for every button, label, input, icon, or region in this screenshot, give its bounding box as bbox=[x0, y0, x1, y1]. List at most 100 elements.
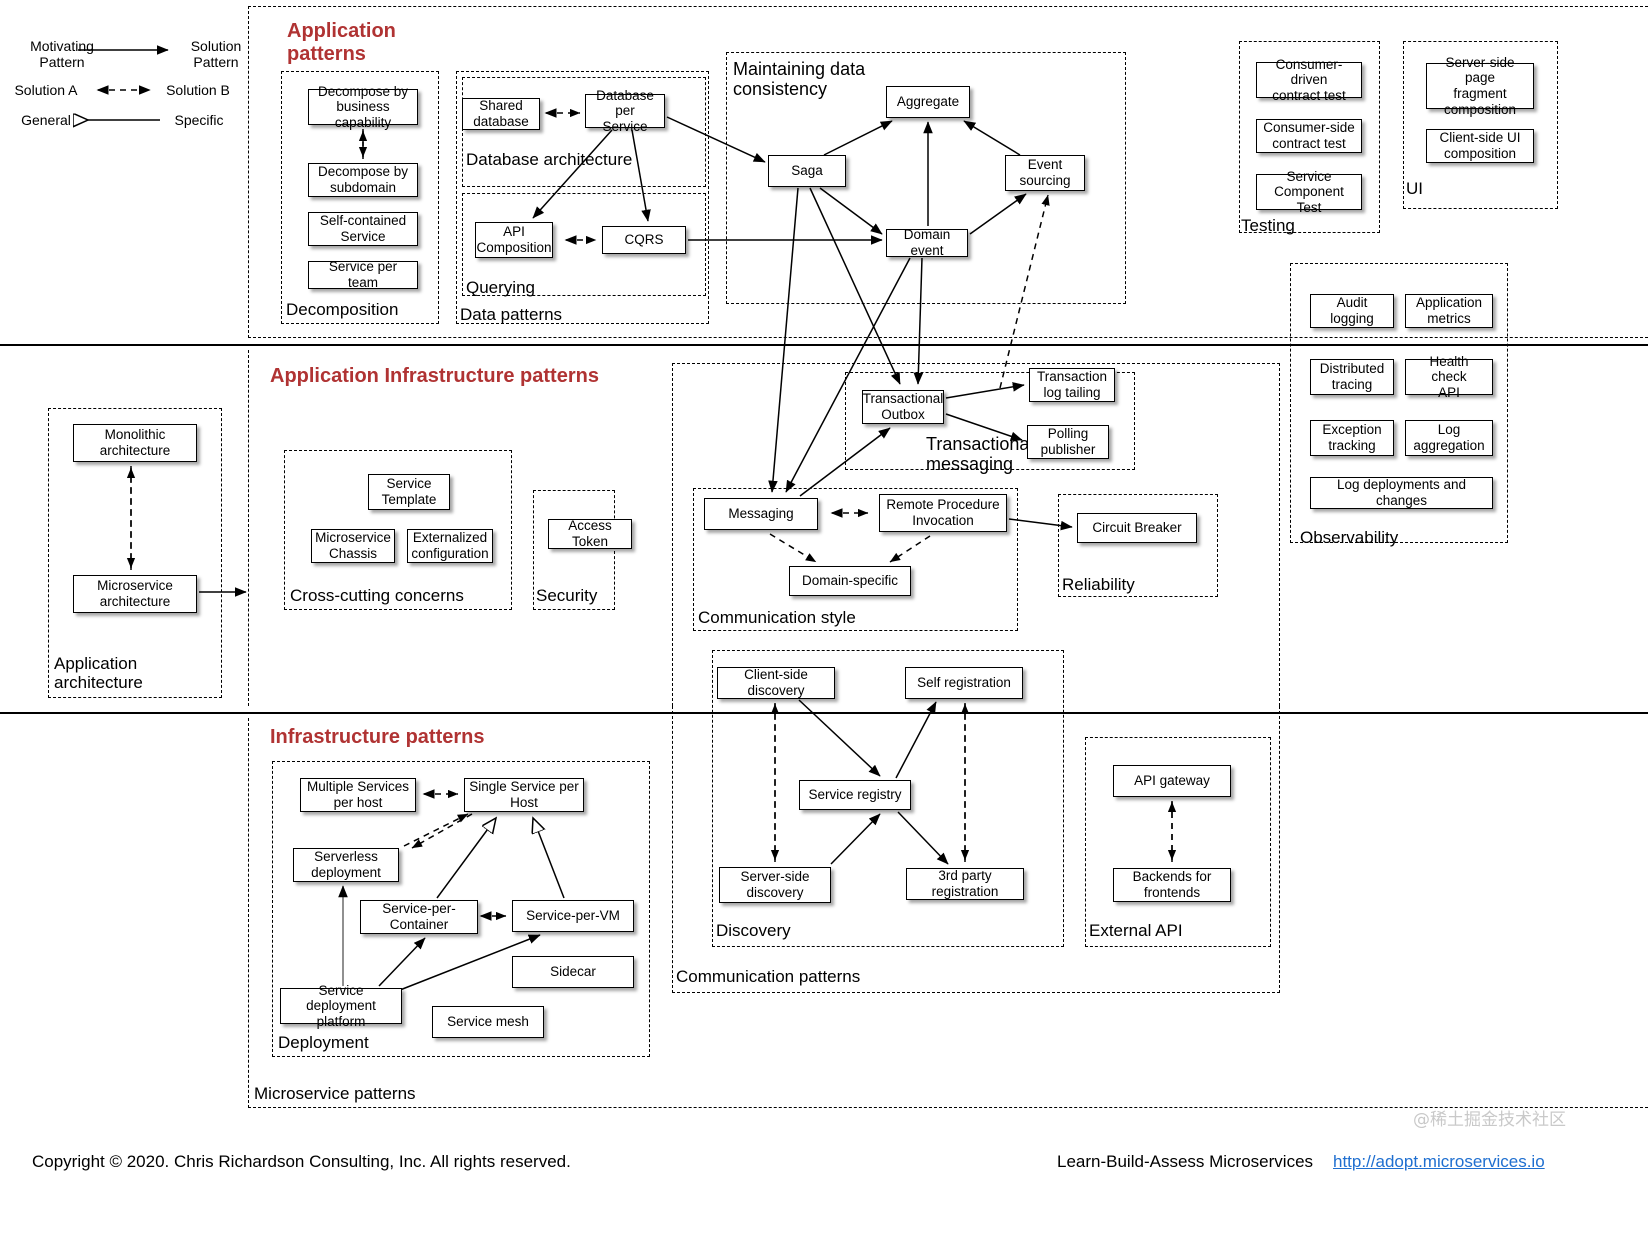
group-label-ui: UI bbox=[1406, 179, 1423, 198]
group-communication-patterns bbox=[672, 706, 1280, 993]
group-label-reliability: Reliability bbox=[1062, 575, 1135, 594]
group-microservice-patterns bbox=[248, 718, 1648, 1108]
pattern-microservice-architecture[interactable]: Microservice architecture bbox=[73, 575, 197, 613]
pattern-saga[interactable]: Saga bbox=[768, 155, 846, 187]
pattern-service-per-container[interactable]: Service-per- Container bbox=[360, 900, 478, 934]
pattern-serverless-deployment[interactable]: Serverless deployment bbox=[293, 848, 399, 882]
footer-link-adopt-microservices[interactable]: http://adopt.microservices.io bbox=[1333, 1152, 1545, 1171]
pattern-polling-publisher[interactable]: Polling publisher bbox=[1027, 425, 1109, 459]
pattern-circuit-breaker[interactable]: Circuit Breaker bbox=[1077, 513, 1197, 543]
band-separator-1 bbox=[0, 344, 1648, 346]
legend-solution-b: Solution B bbox=[166, 82, 230, 98]
pattern-service-per-team[interactable]: Service per team bbox=[308, 259, 418, 290]
pattern-single-service-per-host[interactable]: Single Service per Host bbox=[464, 778, 584, 812]
pattern-server-side-discovery[interactable]: Server-side discovery bbox=[719, 867, 831, 903]
group-label-transactional-messaging: Transactional messaging bbox=[926, 434, 1034, 475]
legend-general: General bbox=[21, 112, 71, 128]
pattern-service-template[interactable]: Service Template bbox=[368, 474, 450, 510]
pattern-consumer-side-contract-test[interactable]: Consumer-side contract test bbox=[1256, 119, 1362, 153]
watermark: @稀土掘金技术社区 bbox=[1413, 1110, 1566, 1130]
group-application-patterns-container bbox=[248, 6, 1648, 338]
legend-motivating-pattern: Motivating Pattern bbox=[30, 38, 94, 71]
pattern-distributed-tracing[interactable]: Distributed tracing bbox=[1310, 359, 1394, 395]
group-label-testing: Testing bbox=[1241, 216, 1295, 235]
group-testing bbox=[1239, 41, 1380, 233]
group-label-maintaining-data-consistency: Maintaining data consistency bbox=[733, 59, 866, 100]
pattern-log-aggregation[interactable]: Log aggregation bbox=[1405, 420, 1493, 456]
pattern-3rd-party-registration[interactable]: 3rd party registration bbox=[906, 868, 1024, 900]
pattern-application-metrics[interactable]: Application metrics bbox=[1405, 294, 1493, 328]
pattern-health-check-api[interactable]: Health check API bbox=[1405, 354, 1493, 400]
pattern-self-registration[interactable]: Self registration bbox=[905, 667, 1023, 699]
group-data-patterns bbox=[456, 71, 709, 324]
group-application-architecture bbox=[48, 408, 222, 698]
pattern-api-composition[interactable]: API Composition bbox=[475, 222, 553, 258]
group-security bbox=[533, 490, 615, 610]
group-external-api bbox=[1085, 737, 1271, 947]
pattern-service-per-vm[interactable]: Service-per-VM bbox=[512, 900, 634, 932]
pattern-transaction-log-tailing[interactable]: Transaction log tailing bbox=[1029, 368, 1115, 402]
pattern-microservice-chassis[interactable]: Microservice Chassis bbox=[311, 529, 395, 563]
footer-tagline: Learn-Build-Assess Microservices bbox=[1057, 1152, 1314, 1171]
section-title-application-patterns: Application patterns bbox=[287, 20, 396, 66]
pattern-server-side-page-fragment-composition[interactable]: Server-side page fragment composition bbox=[1426, 55, 1534, 117]
pattern-domain-event[interactable]: Domain event bbox=[886, 227, 968, 258]
group-discovery bbox=[712, 650, 1064, 947]
pattern-client-side-ui-composition[interactable]: Client-side UI composition bbox=[1426, 129, 1534, 163]
pattern-service-mesh[interactable]: Service mesh bbox=[432, 1006, 544, 1038]
pattern-shared-database[interactable]: Shared database bbox=[462, 98, 540, 130]
group-deployment bbox=[272, 761, 650, 1057]
pattern-consumer-driven-contract-test[interactable]: Consumer-driven contract test bbox=[1256, 57, 1362, 103]
group-label-database-architecture: Database architecture bbox=[466, 150, 633, 169]
pattern-decompose-by-business-capability[interactable]: Decompose by business capability bbox=[308, 84, 418, 130]
pattern-access-token[interactable]: Access Token bbox=[548, 518, 632, 549]
group-label-microservice-patterns: Microservice patterns bbox=[254, 1084, 416, 1103]
pattern-api-gateway[interactable]: API gateway bbox=[1113, 765, 1231, 797]
group-label-cross-cutting-concerns: Cross-cutting concerns bbox=[290, 586, 464, 605]
pattern-remote-procedure-invocation[interactable]: Remote Procedure Invocation bbox=[879, 494, 1007, 532]
pattern-externalized-configuration[interactable]: Externalized configuration bbox=[407, 529, 493, 563]
group-label-security: Security bbox=[536, 586, 598, 605]
legend-specific: Specific bbox=[174, 112, 224, 128]
group-label-application-architecture: Application architecture bbox=[54, 654, 143, 693]
group-database-architecture bbox=[462, 77, 706, 187]
pattern-multiple-services-per-host[interactable]: Multiple Services per host bbox=[300, 778, 416, 812]
group-reliability bbox=[1058, 494, 1218, 597]
group-decomposition bbox=[281, 71, 439, 324]
group-label-data-patterns: Data patterns bbox=[460, 305, 563, 324]
group-label-observability: Observability bbox=[1300, 528, 1399, 547]
group-label-discovery: Discovery bbox=[716, 921, 791, 940]
pattern-transactional-outbox[interactable]: Transactional Outbox bbox=[862, 390, 944, 424]
group-observability bbox=[1290, 263, 1508, 543]
pattern-self-contained-service[interactable]: Self-contained Service bbox=[308, 212, 418, 246]
band-separator-2 bbox=[0, 712, 1648, 714]
pattern-client-side-discovery[interactable]: Client-side discovery bbox=[717, 667, 835, 699]
pattern-service-deployment-platform[interactable]: Service deployment platform bbox=[280, 983, 402, 1029]
pattern-exception-tracking[interactable]: Exception tracking bbox=[1310, 420, 1394, 456]
pattern-cqrs[interactable]: CQRS bbox=[602, 226, 686, 254]
legend-solution-a: Solution A bbox=[14, 82, 78, 98]
section-title-application-infrastructure-patterns: Application Infrastructure patterns bbox=[270, 365, 599, 387]
pattern-audit-logging[interactable]: Audit logging bbox=[1310, 294, 1394, 328]
pattern-log-deployments-and-changes[interactable]: Log deployments and changes bbox=[1310, 477, 1493, 509]
group-label-querying: Querying bbox=[466, 278, 535, 297]
pattern-sidecar[interactable]: Sidecar bbox=[512, 956, 634, 988]
pattern-aggregate[interactable]: Aggregate bbox=[886, 86, 970, 118]
section-title-infrastructure-patterns: Infrastructure patterns bbox=[270, 726, 485, 748]
pattern-decompose-by-subdomain[interactable]: Decompose by subdomain bbox=[308, 163, 418, 197]
pattern-messaging[interactable]: Messaging bbox=[704, 498, 818, 530]
pattern-monolithic-architecture[interactable]: Monolithic architecture bbox=[73, 424, 197, 462]
pattern-service-registry[interactable]: Service registry bbox=[799, 780, 911, 810]
pattern-backends-for-frontends[interactable]: Backends for frontends bbox=[1113, 868, 1231, 902]
group-label-communication-patterns: Communication patterns bbox=[676, 967, 861, 986]
pattern-domain-specific[interactable]: Domain-specific bbox=[789, 566, 911, 596]
group-ui bbox=[1403, 41, 1558, 209]
footer-copyright: Copyright © 2020. Chris Richardson Consu… bbox=[32, 1152, 571, 1171]
group-app-infra-right-container bbox=[672, 363, 1280, 706]
pattern-database-per-service[interactable]: Database per Service bbox=[585, 88, 665, 134]
pattern-event-sourcing[interactable]: Event sourcing bbox=[1005, 155, 1085, 191]
group-maintaining-data-consistency bbox=[726, 52, 1126, 304]
pattern-service-component-test[interactable]: Service Component Test bbox=[1256, 169, 1362, 215]
legend-solution-pattern: Solution Pattern bbox=[190, 38, 242, 71]
